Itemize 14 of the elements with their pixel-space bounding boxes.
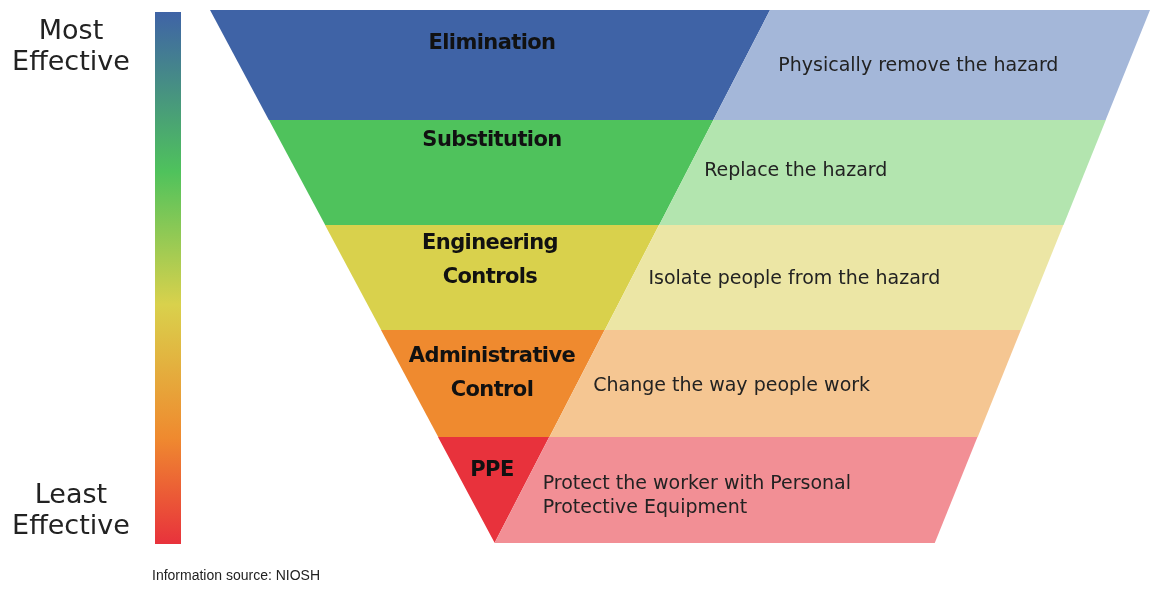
effectiveness-label: Most Effective bbox=[11, 14, 131, 76]
control-level-title: Engineering Controls bbox=[421, 229, 559, 290]
control-level-title: Elimination bbox=[428, 29, 556, 56]
control-description: Physically remove the hazard bbox=[778, 52, 1060, 76]
effectiveness-label: Least Effective bbox=[11, 478, 131, 540]
control-description: Protect the worker with Personal Protective Equipment bbox=[542, 470, 853, 518]
control-description: Isolate people from the hazard bbox=[648, 265, 942, 289]
control-level-title: PPE bbox=[470, 456, 514, 483]
control-description: Replace the hazard bbox=[704, 157, 889, 181]
control-level-title: Substitution bbox=[422, 126, 562, 153]
source-note: Information source: NIOSH bbox=[152, 567, 321, 583]
control-level-title: Administrative Control bbox=[407, 342, 577, 403]
effectiveness-scale-bar bbox=[155, 12, 181, 544]
control-description: Change the way people work bbox=[593, 372, 872, 396]
